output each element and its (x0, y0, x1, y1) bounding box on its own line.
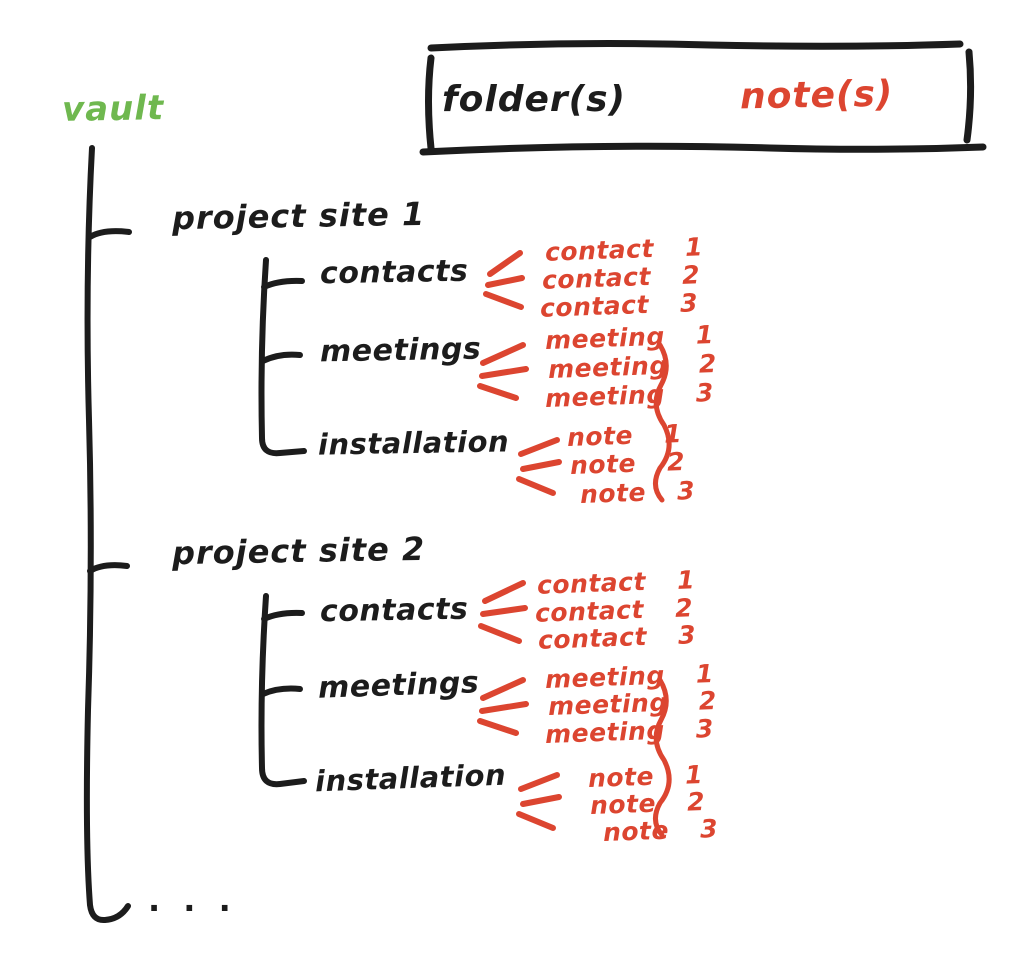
project-2-subtree-lines (258, 593, 307, 788)
note-item: meeting 2 (547, 349, 718, 384)
more-projects-ellipsis: . . . (148, 881, 237, 919)
vault-label: vault (61, 88, 165, 130)
project-2-label: project site 2 (171, 529, 426, 573)
note-item: meeting 1 (544, 320, 715, 355)
project-2-folder-meetings-label: meetings (317, 665, 480, 706)
note-item: note 2 (589, 787, 706, 820)
vault-trunk-line (83, 145, 132, 924)
note-item: note 1 (566, 419, 683, 452)
project-2-branch-tick (87, 562, 130, 574)
note-item: contact 3 (537, 620, 697, 655)
fan-p2-meetings (477, 677, 529, 736)
project-2-folder-contacts-label: contacts (319, 591, 469, 630)
project-1-label: project site 1 (171, 194, 426, 238)
project-1-branch-tick (87, 228, 132, 240)
note-item: note 2 (569, 447, 686, 480)
project-2-folder-installation-label: installation (314, 757, 507, 799)
project-1-folder-installation-label: installation (317, 424, 510, 462)
fan-p1-installation (516, 437, 562, 496)
note-item: note 3 (602, 814, 719, 847)
project-1-subtree-lines (258, 257, 307, 457)
note-item: contact 3 (539, 288, 699, 323)
fan-p1-meetings (477, 342, 529, 401)
note-item: note 3 (579, 476, 696, 509)
legend-folders-label: folder(s) (442, 79, 627, 120)
fan-p2-contacts (478, 580, 528, 644)
legend-notes-label: note(s) (739, 73, 894, 118)
fan-p2-installation (516, 772, 562, 831)
note-item: meeting 3 (544, 714, 715, 749)
project-1-folder-meetings-label: meetings (319, 331, 482, 370)
note-item: meeting 3 (544, 378, 715, 413)
fan-p1-contacts (483, 250, 525, 310)
project-1-folder-contacts-label: contacts (319, 253, 469, 292)
